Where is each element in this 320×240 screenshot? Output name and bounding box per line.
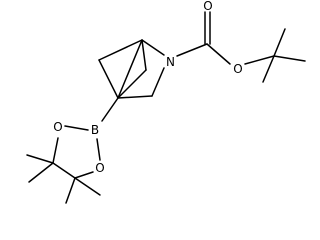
bond-ring-c-c [52, 162, 76, 179]
chemical-structure-diagram: N O O B O O [26, 0, 306, 204]
bond-c-methyl-2 [28, 162, 54, 183]
bond-ctop-n [141, 39, 165, 56]
bond-b-o-lower [96, 138, 101, 161]
atom-label-boronate-oxygen-lower: O [95, 161, 104, 175]
boc-group [176, 11, 306, 83]
bond-cq-methyl-down [262, 55, 275, 83]
bond-ctop-c4 [98, 39, 143, 61]
bond-n-carbonyl-c [176, 43, 208, 57]
bond-c-methyl-3 [65, 177, 76, 204]
bond-ester-o-cq [244, 55, 275, 65]
atom-label-nitrogen: N [166, 55, 175, 69]
bond-c4-c5 [98, 59, 119, 99]
bond-ch2-c1 [117, 95, 153, 99]
bond-cq-methyl-top [273, 28, 286, 57]
bond-c1-cbottom [117, 39, 143, 99]
atom-label-boron: B [91, 123, 99, 137]
bond-c3-c1 [117, 69, 147, 99]
bond-o-lower-c [74, 171, 94, 179]
bond-cq-methyl-right [273, 55, 306, 62]
atom-labels: N O O B O O [53, 0, 242, 175]
bond-c-methyl-4 [74, 177, 101, 196]
bond-c1-b [101, 97, 119, 122]
pinacol-boronate [26, 97, 119, 204]
bond-b-o-upper [64, 125, 89, 131]
atom-label-boronate-oxygen-upper: O [53, 120, 62, 134]
bond-ctop-c3 [141, 39, 147, 71]
atom-label-carbonyl-oxygen: O [203, 0, 212, 13]
bond-o-upper-c [52, 137, 59, 164]
bond-n-ch2 [151, 67, 165, 97]
atom-label-ester-oxygen: O [233, 62, 242, 76]
bicyclic-core [98, 39, 165, 99]
bond-c-methyl-1 [26, 154, 54, 164]
bond-carbonyl-c-ester-o [206, 43, 231, 65]
